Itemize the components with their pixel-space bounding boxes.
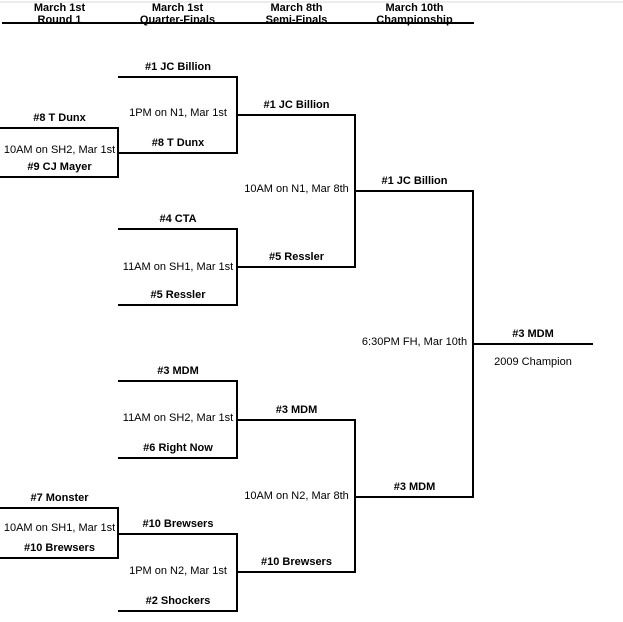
sf2-connector <box>354 419 356 573</box>
header-round1-date: March 1st <box>33 2 86 14</box>
winner-team: #3 MDM <box>512 328 554 340</box>
r1m1-bottom-team: #9 CJ Mayer <box>27 161 92 173</box>
header-championship-name: Championship <box>376 14 453 26</box>
qf1-bottom-line <box>118 152 238 154</box>
r1m1-bottom-line <box>0 176 119 178</box>
sf1-bottom-team: #5 Ressler <box>268 251 325 263</box>
sf2-bottom-team: #10 Brewsers <box>261 556 332 568</box>
qf2-top-team: #4 CTA <box>159 213 197 225</box>
r1m1-connector <box>117 127 119 178</box>
qf3-bottom-team: #6 Right Now <box>143 442 213 454</box>
qf3-bottom-line <box>118 457 238 459</box>
header-semifinals-name: Semi-Finals <box>265 14 328 26</box>
qf3-top-team: #3 MDM <box>157 365 199 377</box>
sf2-bottom-line <box>237 571 356 573</box>
r1m1-game-label: 10AM on SH2, Mar 1st <box>3 144 116 156</box>
header-quarterfinals-date: March 1st <box>151 2 204 14</box>
qf4-top-team: #10 Brewsers <box>142 518 214 530</box>
header-round1-name: Round 1 <box>37 14 82 26</box>
qf3-top-line <box>118 380 238 382</box>
sf2-top-line <box>237 419 356 421</box>
qf2-bottom-line <box>118 304 238 306</box>
qf1-bottom-team: #8 T Dunx <box>151 137 205 149</box>
top-hairline <box>0 1 623 3</box>
r1m2-bottom-line <box>0 557 119 559</box>
championship-bottom-line <box>355 496 474 498</box>
qf1-game-label: 1PM on N1, Mar 1st <box>129 107 227 119</box>
sf1-bottom-line <box>237 266 356 268</box>
r1m2-top-team: #7 Monster <box>30 492 89 504</box>
qf2-bottom-team: #5 Ressler <box>150 289 206 301</box>
qf1-top-team: #1 JC Billion <box>144 61 212 73</box>
r1m2-bottom-team: #10 Brewsers <box>24 542 95 554</box>
sf1-game-label: 10AM on N1, Mar 8th <box>244 183 349 195</box>
qf2-game-label: 11AM on SH1, Mar 1st <box>122 261 234 273</box>
championship-bottom-team: #3 MDM <box>393 481 436 493</box>
sf1-top-line <box>237 114 356 116</box>
sf2-top-team: #3 MDM <box>275 404 318 416</box>
winner-line <box>473 343 593 345</box>
r1m1-top-team: #8 T Dunx <box>33 112 86 124</box>
qf4-top-line <box>118 533 238 535</box>
sf2-game-label: 10AM on N2, Mar 8th <box>244 490 349 502</box>
qf4-connector <box>236 533 238 612</box>
qf4-bottom-line <box>118 610 238 612</box>
header-underline <box>2 22 474 24</box>
qf4-game-label: 1PM on N2, Mar 1st <box>129 565 227 577</box>
winner-caption: 2009 Champion <box>494 356 572 368</box>
header-quarterfinals-name: Quarter-Finals <box>139 14 216 26</box>
r1m1-top-line <box>0 127 119 129</box>
championship-game-label: 6:30PM FH, Mar 10th <box>361 336 468 348</box>
qf2-top-line <box>118 228 238 230</box>
qf2-connector <box>236 228 238 306</box>
championship-top-team: #1 JC Billion <box>381 175 448 187</box>
r1m2-game-label: 10AM on SH1, Mar 1st <box>3 522 116 534</box>
qf4-bottom-team: #2 Shockers <box>145 595 211 607</box>
qf3-game-label: 11AM on SH2, Mar 1st <box>122 412 234 424</box>
sf1-top-team: #1 JC Billion <box>263 99 330 111</box>
r1m2-top-line <box>0 507 119 509</box>
qf1-top-line <box>118 76 238 78</box>
championship-top-line <box>355 190 474 192</box>
header-championship-date: March 10th <box>385 2 444 14</box>
header-semifinals-date: March 8th <box>270 2 323 14</box>
